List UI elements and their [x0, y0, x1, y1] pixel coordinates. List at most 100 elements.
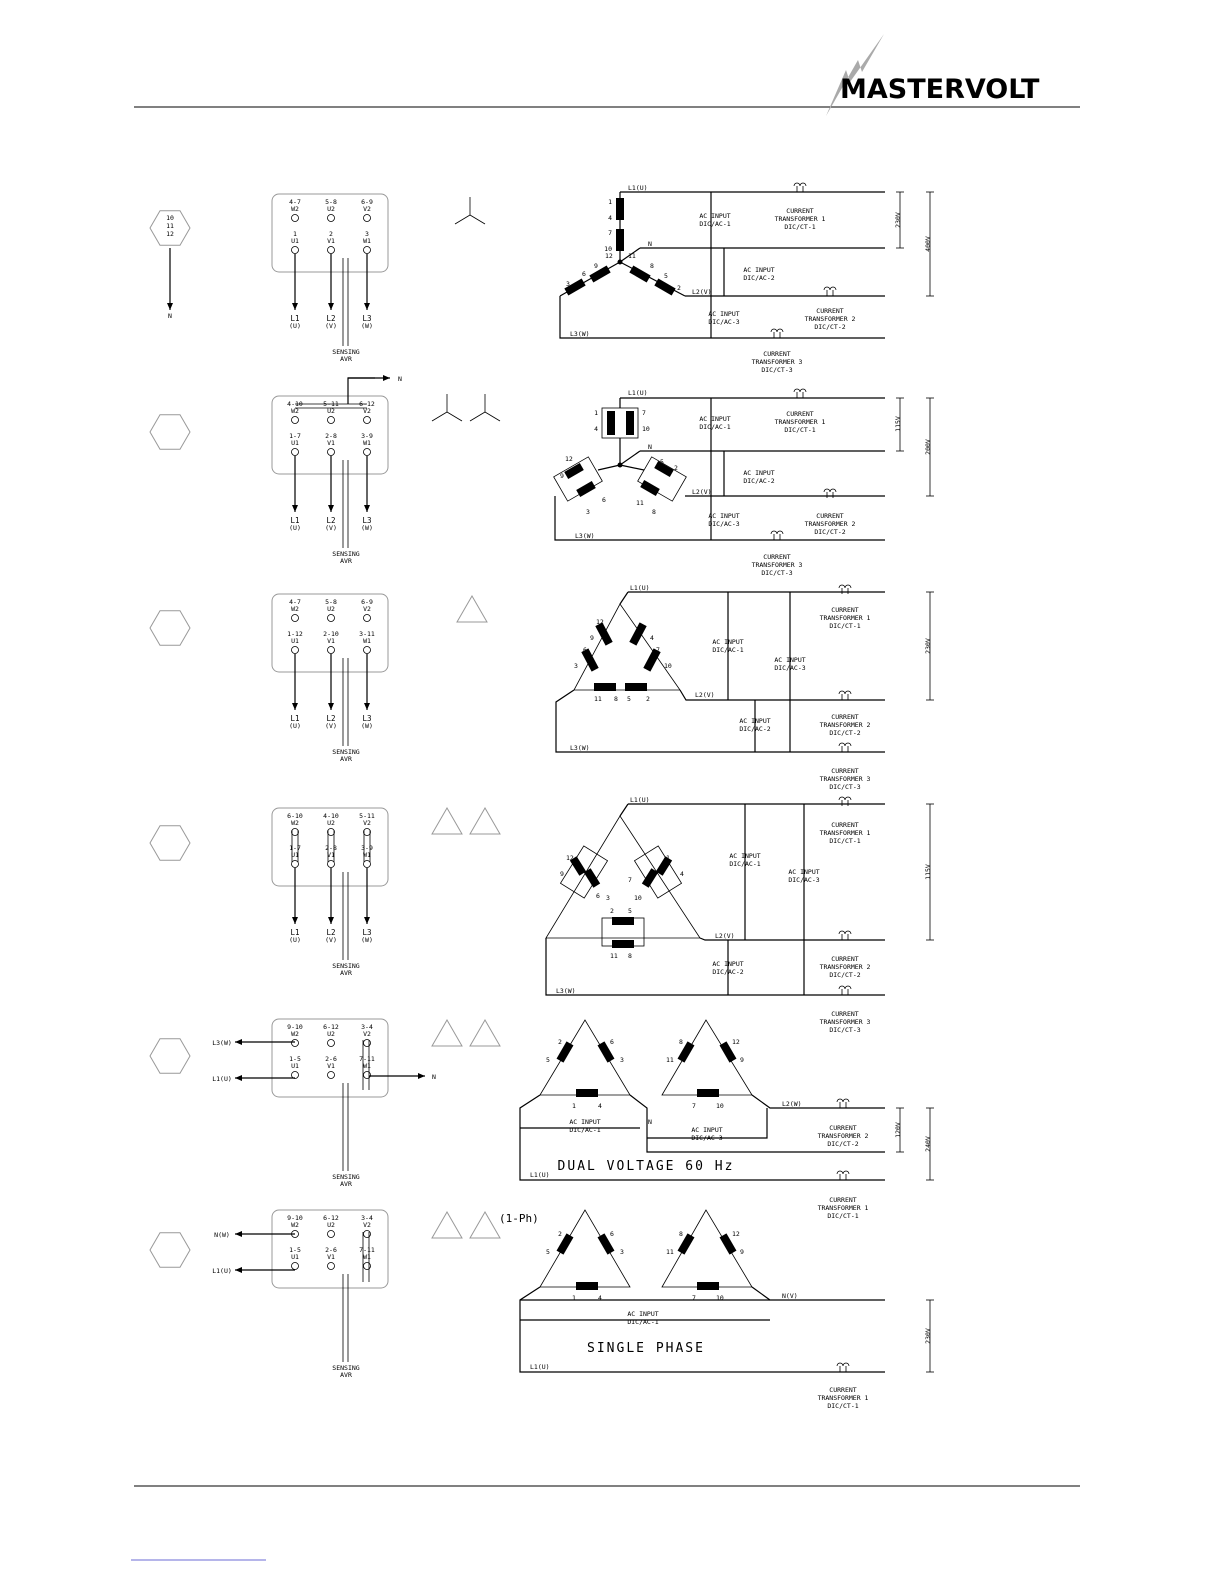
terminal-mid-label: 2-8 — [325, 432, 337, 440]
terminal-top-sub: U2 — [327, 407, 335, 415]
arrow-down-icon — [364, 505, 370, 512]
ct-code: DIC/CT-1 — [829, 837, 860, 845]
winding-coil — [626, 411, 634, 435]
wire — [619, 450, 641, 466]
coil-number: 1 — [572, 1102, 576, 1110]
terminal-top-label: 4-7 — [289, 598, 301, 606]
terminal-top-label: 6-12 — [359, 400, 375, 408]
neutral-label: N — [648, 1118, 652, 1126]
brand-name: MASTERVOLT — [840, 74, 1040, 105]
coil-number: 7 — [608, 229, 612, 237]
neutral-label: N — [168, 312, 172, 320]
terminal-mid-sub: U1 — [291, 1062, 299, 1070]
voltage-label: 120V — [894, 1122, 902, 1138]
wire — [519, 1094, 885, 1181]
winding-coil — [629, 622, 647, 646]
coil-number: 6 — [596, 892, 600, 900]
terminal-top-sub: U2 — [327, 205, 335, 213]
wire — [431, 411, 448, 422]
terminal-top-sub: V2 — [363, 1221, 371, 1229]
delta-icon — [469, 1018, 501, 1047]
terminal-mid-sub: W1 — [363, 1062, 371, 1070]
line-label: L3 — [362, 928, 371, 937]
terminal-stud — [327, 614, 335, 622]
coil-number: 3 — [620, 1248, 624, 1256]
terminal-top-label: 6-12 — [323, 1214, 339, 1222]
phase-label: L1(U) — [630, 584, 650, 592]
current-transformer-icon — [838, 796, 852, 801]
coil-number: 11 — [610, 952, 618, 960]
phase-label: L1(U) — [530, 1363, 550, 1371]
line-sub-label: (U) — [289, 936, 301, 944]
voltage-label: 200V — [924, 439, 932, 455]
coil-number: 1 — [594, 409, 598, 417]
phase-label: L3(W) — [570, 330, 590, 338]
phase-label: L1(U) — [628, 184, 648, 192]
coil-number: 10 — [642, 425, 650, 433]
coil-number: 1 — [572, 1294, 576, 1302]
winding-coil — [616, 229, 624, 251]
coil-number: 11 — [666, 1248, 674, 1256]
ac-input-label: AC INPUT — [569, 1118, 600, 1126]
winding-coil — [625, 683, 647, 691]
ac-input-code: DIC/AC-1 — [627, 1318, 658, 1326]
winding-coil — [569, 856, 587, 876]
terminal-top-sub: V2 — [363, 819, 371, 827]
avr-label: AVR — [340, 1371, 352, 1379]
coil-number: 11 — [636, 499, 644, 507]
wire — [647, 1108, 768, 1139]
page-header: MASTERVOLT — [134, 34, 1080, 116]
terminal-mid-label: 3 — [365, 230, 369, 238]
phase-label: L3(W) — [575, 532, 595, 540]
terminal-mid-label: 2 — [329, 230, 333, 238]
ac-input-label: AC INPUT — [627, 1310, 658, 1318]
coil-number: 10 — [716, 1294, 724, 1302]
arrow-right-icon — [383, 375, 390, 381]
line-label: L2 — [326, 714, 335, 723]
coil-number: 4 — [650, 634, 654, 642]
terminal-stud — [291, 416, 299, 424]
current-transformer-icon — [838, 930, 852, 935]
ac-input-label: AC INPUT — [743, 469, 774, 477]
winding-coil — [556, 1041, 574, 1063]
ct-code: DIC/CT-1 — [784, 426, 815, 434]
phase-label: L2(V) — [715, 932, 735, 940]
terminal-mid-sub: U1 — [291, 237, 299, 245]
ct-label: CURRENT — [831, 1010, 858, 1018]
hex-label: 12 — [166, 230, 174, 238]
ac-input-code: DIC/AC-3 — [691, 1134, 722, 1142]
winding-coil — [655, 856, 673, 876]
voltage-label: 115V — [924, 864, 932, 880]
hex-label: 10 — [166, 214, 174, 222]
coil-number: 1 — [608, 198, 612, 206]
ct-code: DIC/CT-1 — [827, 1212, 858, 1220]
line-sub-label: (U) — [289, 524, 301, 532]
sensing-label: SENSING — [332, 348, 359, 356]
sensing-label: SENSING — [332, 1364, 359, 1372]
terminal-board — [271, 193, 389, 273]
ct-label: CURRENT — [831, 955, 858, 963]
terminal-mid-sub: W1 — [363, 851, 371, 859]
terminal-mid-label: 3-9 — [361, 844, 373, 852]
ct-label: CURRENT — [786, 410, 813, 418]
terminal-stud — [327, 1230, 335, 1238]
terminal-stud — [363, 1039, 371, 1047]
wire — [554, 496, 885, 541]
arrow-down-icon — [328, 703, 334, 710]
winding-coil — [576, 1089, 598, 1097]
terminal-stud — [327, 860, 335, 868]
coil-number: 5 — [664, 272, 668, 280]
winding-coil — [581, 648, 599, 672]
arrow-left-icon — [235, 1231, 242, 1237]
line-label: L1(U) — [212, 1075, 232, 1083]
coil-number: 4 — [680, 870, 684, 878]
winding-coil — [643, 648, 661, 672]
terminal-mid-sub: U1 — [291, 851, 299, 859]
winding-coil — [576, 481, 596, 497]
terminal-top-label: 3-4 — [361, 1023, 373, 1031]
terminal-top-sub: U2 — [327, 1221, 335, 1229]
page-footer — [131, 1485, 1080, 1561]
ct-label: CURRENT — [763, 553, 790, 561]
coil-number: 8 — [614, 695, 618, 703]
